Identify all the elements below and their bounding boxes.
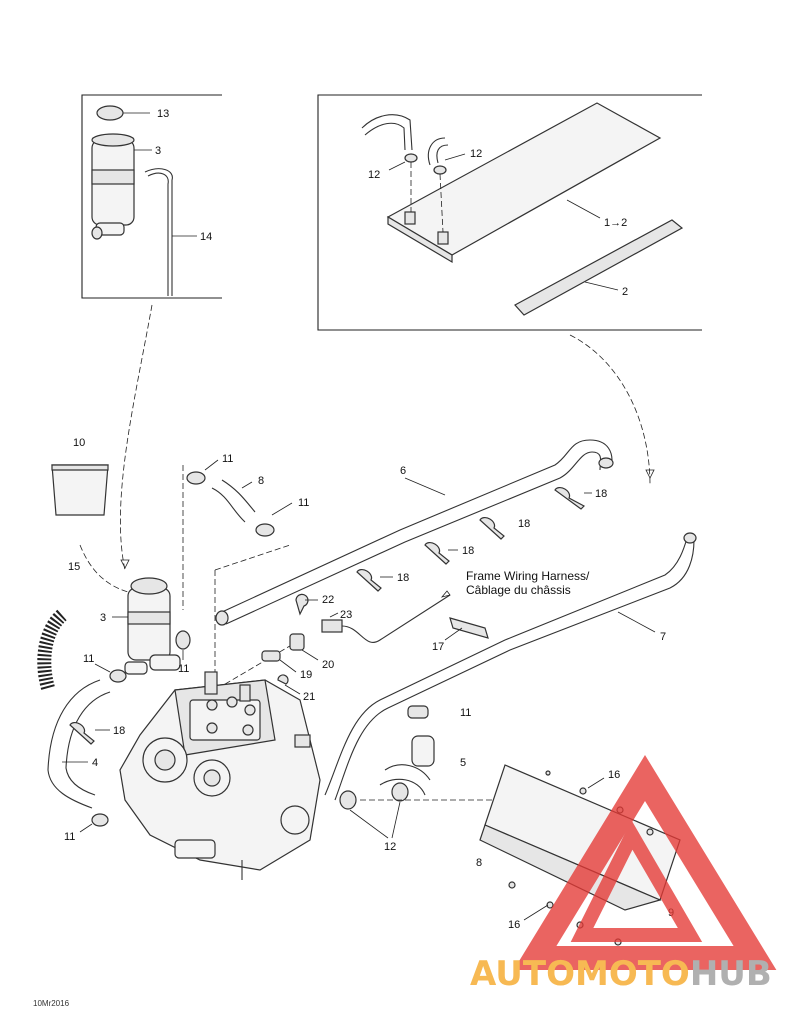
callout-17: 17 — [432, 641, 444, 653]
hose-8: 11 8 11 — [186, 453, 309, 537]
svg-text:AUTOMOTOHUB: AUTOMOTOHUB — [470, 954, 772, 994]
watermark-logo: AUTOMOTOHUB — [470, 754, 777, 994]
callout-11c: 11 — [83, 653, 94, 665]
callout-11b: 11 — [298, 497, 309, 509]
reservoir-tank — [91, 133, 135, 240]
callout-14: 14 — [200, 231, 212, 243]
callout-18e: 18 — [113, 725, 125, 737]
guide-reservoir — [120, 304, 153, 571]
reservoir-mounted: 3 — [100, 577, 181, 675]
callout-2: 2 — [622, 286, 628, 298]
callout-3b: 3 — [100, 612, 106, 624]
callout-8b: 8 — [476, 857, 482, 869]
callout-5: 5 — [460, 757, 466, 769]
callout-6: 6 — [400, 465, 406, 477]
callout-1to2: 1→2 — [604, 217, 627, 229]
callout-18c: 18 — [462, 545, 474, 557]
inset-heat-exchanger: 12 12 1→2 2 — [317, 94, 702, 331]
harness-callout: Frame Wiring Harness/ Câblage du châssis — [440, 569, 590, 598]
watermark-moto: MOTO — [575, 954, 690, 994]
callout-7: 7 — [660, 631, 666, 643]
inset-reservoir: 13 3 14 — [81, 94, 222, 299]
spacer-17 — [449, 617, 489, 639]
callout-19: 19 — [300, 669, 312, 681]
callout-16a: 16 — [608, 769, 620, 781]
clamps-18: 18 18 18 18 18 — [69, 486, 607, 745]
harness-label-line2: Câblage du châssis — [466, 583, 571, 597]
callout-21: 21 — [303, 691, 315, 703]
guide-15 — [79, 544, 129, 593]
callout-18b: 18 — [518, 518, 530, 530]
watermark-hub: HUB — [690, 954, 772, 994]
guide-exchanger — [569, 334, 651, 486]
callout-11a: 11 — [222, 453, 233, 465]
callout-11d: 11 — [178, 663, 189, 675]
callout-20: 20 — [322, 659, 334, 671]
callout-10: 10 — [73, 437, 85, 449]
reservoir-cap — [96, 105, 124, 121]
harness-label-line1: Frame Wiring Harness/ — [466, 569, 590, 583]
decal — [51, 464, 109, 516]
sensors: 22 23 20 19 21 — [261, 593, 451, 703]
callout-18d: 18 — [397, 572, 409, 584]
hose-4: 4 — [47, 679, 111, 809]
callout-3: 3 — [155, 145, 161, 157]
corrugated-hose — [37, 609, 68, 690]
footer-code: 10Mr2016 — [33, 999, 70, 1008]
watermark-triangle-icon — [513, 754, 777, 970]
callout-18a: 18 — [595, 488, 607, 500]
callout-12b: 12 — [470, 148, 482, 160]
callout-8: 8 — [258, 475, 264, 487]
heat-exchanger-plate — [386, 102, 662, 256]
hose-7: 7 — [324, 532, 697, 801]
callout-11e: 11 — [64, 831, 75, 843]
callout-11f: 11 — [460, 707, 471, 719]
rail — [514, 219, 684, 316]
callout-13: 13 — [157, 108, 169, 120]
callout-22: 22 — [322, 594, 334, 606]
clamps-11: 11 11 11 11 — [64, 630, 471, 843]
callout-15: 15 — [68, 561, 80, 573]
callout-16b: 16 — [508, 919, 520, 931]
callout-23: 23 — [340, 609, 352, 621]
engine — [119, 671, 321, 880]
hose-6: 6 — [215, 439, 614, 626]
callout-12c: 12 — [384, 841, 396, 853]
callout-12a: 12 — [368, 169, 380, 181]
callout-4: 4 — [92, 757, 98, 769]
watermark-auto: AUTO — [470, 954, 575, 994]
